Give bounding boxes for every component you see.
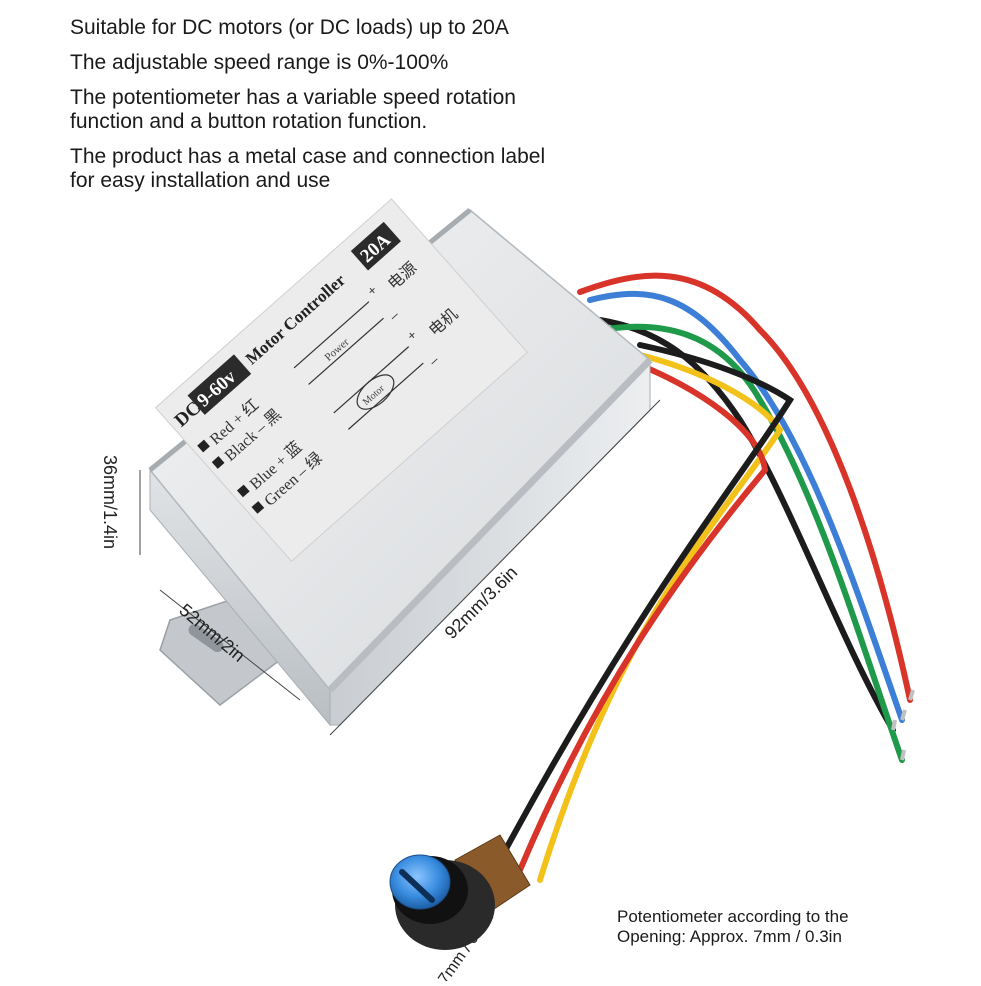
dim-height: 36mm/1.4in [100,455,120,549]
feature-item: The product has a metal case and connect… [70,145,546,192]
feature-item: The adjustable speed range is 0%-100% [70,51,449,74]
wire-black-pot [497,342,795,863]
potentiometer [389,834,531,950]
mounting-slot [188,623,224,653]
dimension-lines [139,399,661,931]
wire-blue [587,290,905,723]
product-label: DC 9-60v Motor Controller 20A Red + 红 Bl… [154,198,529,562]
potentiometer-note: Potentiometer according to the Opening: … [617,907,849,946]
wire-red [577,272,913,703]
case-rail [327,357,653,693]
wire-tips [891,689,915,761]
wire-bundle [497,272,913,883]
pot-knob [389,854,451,910]
feature-item: Suitable for DC motors (or DC loads) up … [70,16,509,39]
feature-list: Suitable for DC motors (or DC loads) up … [70,16,670,204]
wire-yellow-pot [537,352,784,883]
feature-item: The potentiometer has a variable speed r… [70,86,516,133]
wire-red-pot [517,362,769,873]
